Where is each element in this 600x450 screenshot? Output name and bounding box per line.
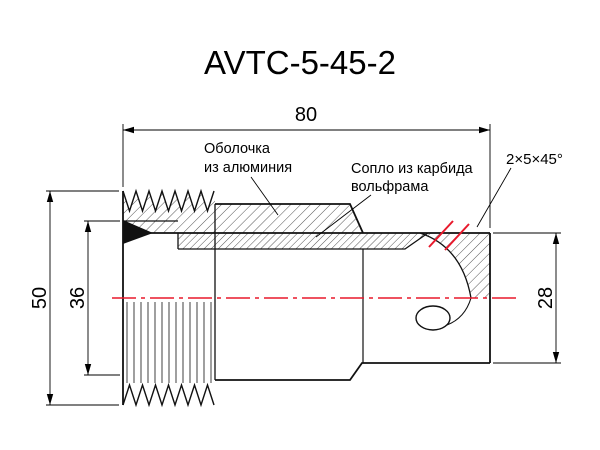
chamfer-leader-line [476, 167, 512, 228]
nozzle-label-line1: Сопло из карбида [351, 161, 474, 177]
tip-cavity-arc-upper [419, 232, 472, 299]
dimension-thread-diameter-value: 36 [67, 287, 89, 309]
tip-section-hatch [420, 233, 490, 298]
nozzle-label-line2: вольфрама [351, 179, 429, 195]
chamfer-mark-1 [428, 220, 454, 248]
shell-end-wedge [123, 220, 153, 244]
dimension-outer-diameter: 50 [29, 190, 119, 406]
bottom-edge [215, 362, 490, 381]
side-hole [415, 305, 451, 331]
aluminum-shell-hatch [215, 204, 363, 233]
dimension-overall-length: 80 [122, 104, 491, 228]
part-outline [122, 188, 491, 408]
tip-cavity-arc-lower [446, 297, 472, 326]
dimension-tip-diameter-value: 28 [535, 287, 557, 309]
arrowhead-bottom [552, 352, 560, 363]
arrowhead-top [84, 221, 92, 232]
dimension-overall-length-value: 80 [295, 104, 317, 126]
thread-profile-top [122, 188, 215, 214]
shell-label-line1: Оболочка [204, 141, 271, 157]
hatch-regions [123, 191, 490, 298]
arrowhead-top [552, 233, 560, 244]
thread-lines [126, 302, 212, 383]
chamfer-mark-2 [444, 223, 470, 251]
thread-profile-bottom [122, 382, 215, 408]
shell-label-line2: из алюминия [204, 160, 292, 176]
dimension-tip-diameter: 28 [493, 232, 561, 364]
carbide-nozzle-hatch [178, 233, 428, 249]
label-carbide-nozzle: Сопло из карбида вольфрама [315, 161, 474, 238]
dimension-thread-diameter: 36 [67, 220, 120, 376]
label-chamfer: 2×5×45° [476, 151, 563, 228]
arrowhead-bottom [84, 364, 92, 375]
dimension-outer-diameter-value: 50 [29, 287, 51, 309]
arrowhead-bottom [46, 394, 54, 405]
thread-view-lines [126, 302, 212, 383]
chamfer-marks [428, 220, 470, 251]
drawing-title: AVTC-5-45-2 [204, 44, 396, 81]
arrowhead-right [479, 126, 490, 134]
arrowhead-top [46, 191, 54, 202]
chamfer-label: 2×5×45° [506, 151, 563, 168]
arrowhead-left [123, 126, 134, 134]
shell-top-edge [215, 203, 364, 234]
shell-leader-line [250, 176, 279, 216]
label-aluminum-shell: Оболочка из алюминия [204, 141, 292, 216]
nozzle-bottom-edge [178, 232, 429, 250]
nozzle-leader-line [315, 194, 372, 238]
